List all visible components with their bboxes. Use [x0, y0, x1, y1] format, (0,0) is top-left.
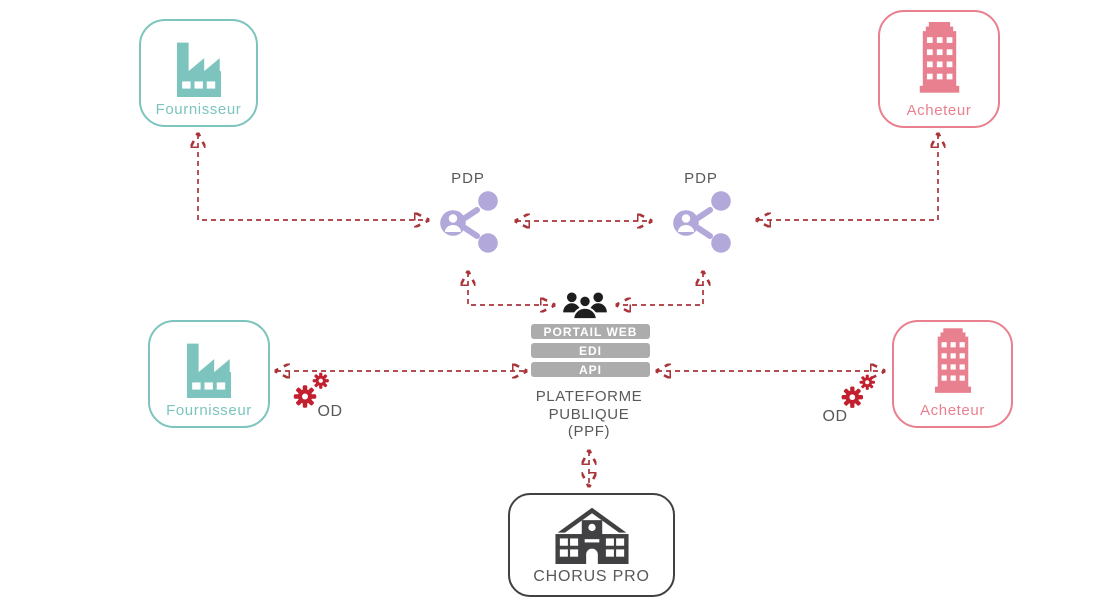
ppf-label-line3: (PPF): [567, 423, 611, 440]
node-label-fournisseur-mid: Fournisseur: [166, 402, 252, 419]
node-label-acheteur-mid: Acheteur: [920, 402, 985, 419]
od-left-label: OD: [317, 403, 343, 420]
ppf-channel-edi: EDI: [531, 343, 650, 358]
node-chorus-pro: CHORUS PRO: [508, 493, 675, 597]
connector-fournisseur-top-to-pdp-left: [198, 134, 428, 220]
factory-icon: [186, 343, 232, 398]
users-group-icon: [563, 292, 607, 321]
node-label-acheteur-top: Acheteur: [906, 102, 972, 119]
pdp-left-label: PDP: [451, 170, 485, 187]
ppf-channel-api: API: [531, 362, 650, 377]
government-building-icon: [554, 507, 629, 564]
od-right-label: OD: [822, 408, 848, 425]
gears-icon-left: [293, 372, 329, 408]
node-fournisseur-top: Fournisseur: [139, 19, 258, 127]
node-acheteur-top: Acheteur: [878, 10, 1000, 128]
building-icon: [934, 328, 971, 393]
ppf-channel-portail-web: PORTAIL WEB: [531, 324, 650, 339]
gears-icon-right: [841, 374, 875, 408]
connector-pdp-right-to-ppf: [617, 272, 703, 305]
connector-pdp-left-to-ppf: [468, 272, 554, 305]
ppf-label-line2: PUBLIQUE: [548, 405, 630, 423]
factory-icon: [176, 42, 221, 97]
node-acheteur-mid: Acheteur: [892, 320, 1013, 428]
ppf-label-line1: PLATEFORME: [535, 388, 643, 405]
connector-acheteur-top-to-pdp-right: [757, 134, 938, 220]
building-icon: [919, 22, 959, 93]
node-label-fournisseur-top: Fournisseur: [155, 101, 242, 118]
node-fournisseur-mid: Fournisseur: [148, 320, 270, 428]
pdp-right-label: PDP: [684, 170, 718, 187]
ppf-label: PLATEFORME PUBLIQUE (PPF): [514, 388, 664, 441]
node-label-chorus-pro: CHORUS PRO: [533, 568, 650, 585]
pdp-left-icon: [440, 191, 498, 253]
pdp-right-icon: [673, 191, 731, 253]
